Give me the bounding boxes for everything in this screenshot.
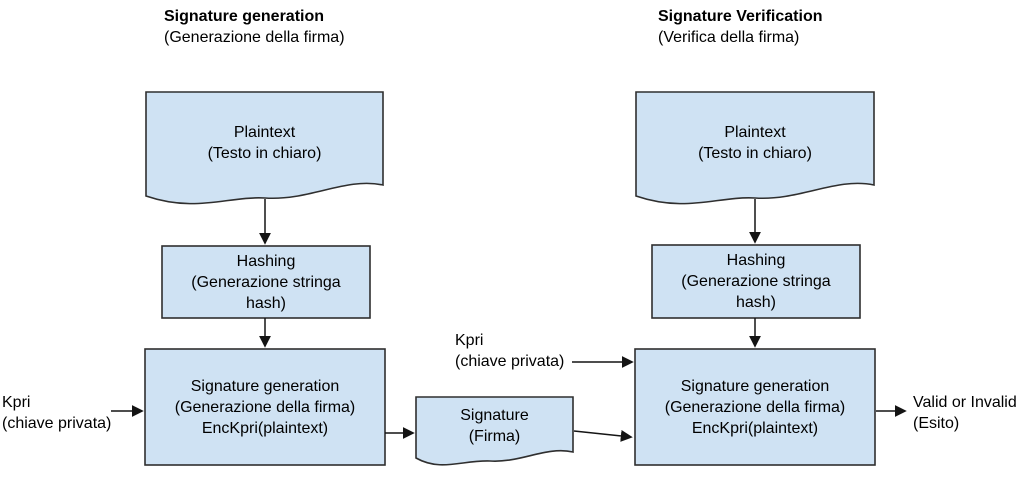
hashing-left-line3: hash) [245,294,287,312]
hashing-right-line2: (Generazione stringa [681,273,831,290]
siggen-right-label: Signature generation (Generazione della … [635,349,875,465]
plaintext-left-line2: (Testo in chiaro) [207,145,322,162]
kpri-left-line2: (chiave privata) [2,415,112,432]
siggen-right-line1: Signature generation [680,377,830,395]
result-label: Valid or Invalid (Esito) [913,392,1017,434]
siggen-right-line2: (Generazione della firma) [664,398,846,416]
plaintext-left-shape [145,91,384,205]
title-left-line1: Signature generation [164,8,325,25]
kpri-mid-line2: (chiave privata) [455,353,565,370]
kpri-mid-line1: Kpri [455,332,484,349]
title-signature-verification: Signature Verification (Verifica della f… [658,6,822,48]
result-line1: Valid or Invalid [913,394,1017,411]
hashing-left-line1: Hashing [236,252,296,270]
plaintext-right-shape [635,91,875,205]
siggen-left-line1: Signature generation [190,377,340,395]
hashing-right-line3: hash) [735,294,777,311]
siggen-left-label: Signature generation (Generazione della … [145,349,385,465]
title-right-line1: Signature Verification [658,8,823,25]
hashing-right-line1: Hashing [726,252,786,269]
arrow-signature-to-siggen-right [573,429,633,442]
siggen-left-line2: (Generazione della firma) [174,398,356,416]
signature-line1: Signature [460,407,529,424]
kpri-left-line1: Kpri [2,394,31,411]
kpri-mid-label: Kpri (chiave privata) [455,330,564,372]
signature-doc-label: Signature (Firma) [416,397,573,455]
plaintext-left-line1: Plaintext [233,124,296,141]
siggen-left-line3: EncKpri(plaintext) [201,419,329,437]
title-right-line2: (Verifica della firma) [658,29,800,46]
siggen-right-box [634,348,876,466]
siggen-left-box [144,348,386,466]
result-line2: (Esito) [913,415,960,432]
title-left-line2: (Generazione della firma) [164,29,345,46]
signature-doc-shape [415,396,574,466]
hashing-right-label: Hashing (Generazione stringa hash) [652,245,860,318]
kpri-left-label: Kpri (chiave privata) [2,392,111,434]
siggen-right-line3: EncKpri(plaintext) [691,419,819,437]
hashing-left-line2: (Generazione stringa [191,273,341,291]
plaintext-right-line1: Plaintext [724,124,786,141]
hashing-right-box [651,244,861,319]
plaintext-left-label: Plaintext (Testo in chiaro) [146,92,383,194]
signature-line2: (Firma) [468,428,521,445]
hashing-left-label: Hashing (Generazione stringa hash) [162,246,370,318]
hashing-left-box [161,245,371,319]
plaintext-right-line2: (Testo in chiaro) [698,145,812,162]
title-signature-generation: Signature generation (Generazione della … [164,6,345,48]
plaintext-right-label: Plaintext (Testo in chiaro) [636,92,874,194]
